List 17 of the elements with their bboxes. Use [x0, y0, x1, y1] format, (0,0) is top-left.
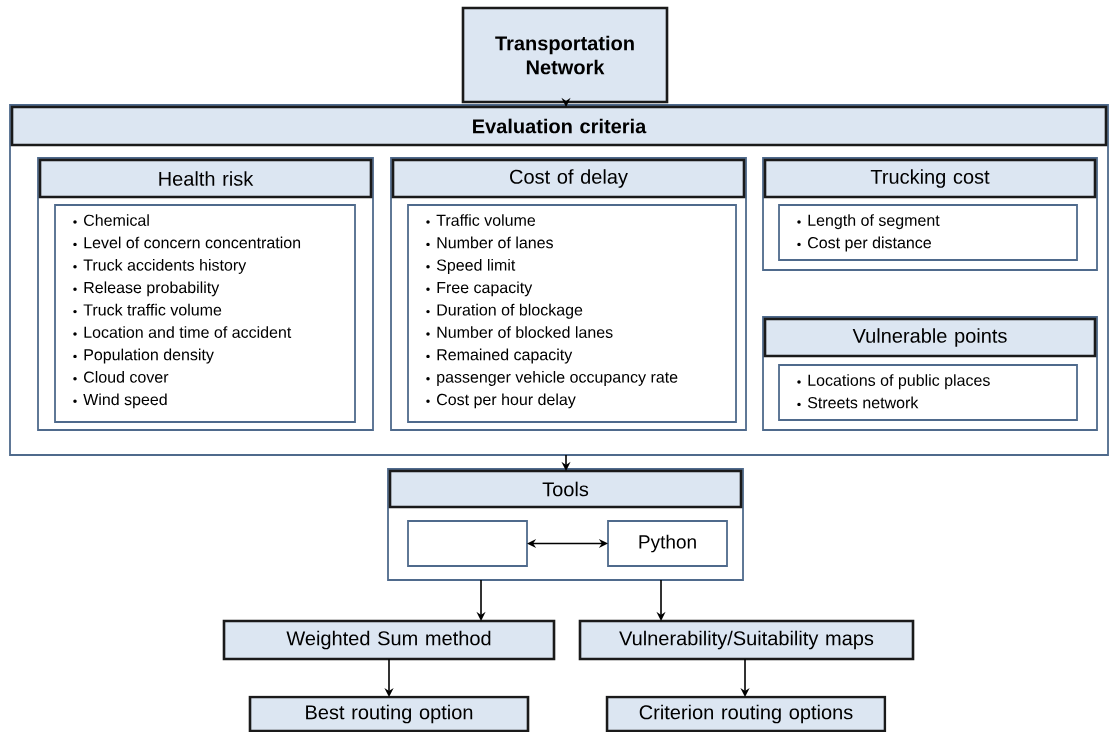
heading-band: Cost of delay — [391, 158, 746, 199]
tool-box: Python — [607, 520, 728, 567]
heading-band: Tools — [388, 469, 743, 509]
heading-band: Vulnerable points — [763, 317, 1097, 358]
process-box: Weighted Sum method — [222, 619, 556, 661]
list-box: Traffic volume Number of lanes Speed limit Free capacity Duration of blockage Number of blocked lanes Remained capacity passenger vehicle occupancy rate Cost per hour delay — [407, 204, 737, 423]
heading-band: Trucking cost — [763, 158, 1097, 199]
process-box: Best routing option — [248, 695, 530, 732]
heading-band: Health risk — [38, 158, 373, 199]
tool-box — [407, 520, 528, 567]
process-box: Transportation Network — [461, 6, 669, 104]
list-box: Chemical Level of concern concentration Truck accidents history Release probability Truck traffic volume Location and time of accident Population density Cloud cover Wind speed — [54, 204, 356, 423]
arrow — [527, 538, 608, 549]
process-box: Criterion routing options — [605, 695, 887, 732]
process-box: Vulnerability/Suitability maps — [578, 619, 915, 661]
list-box: Locations of public places Streets network — [778, 364, 1078, 421]
list-box: Length of segment Cost per distance — [778, 204, 1078, 261]
